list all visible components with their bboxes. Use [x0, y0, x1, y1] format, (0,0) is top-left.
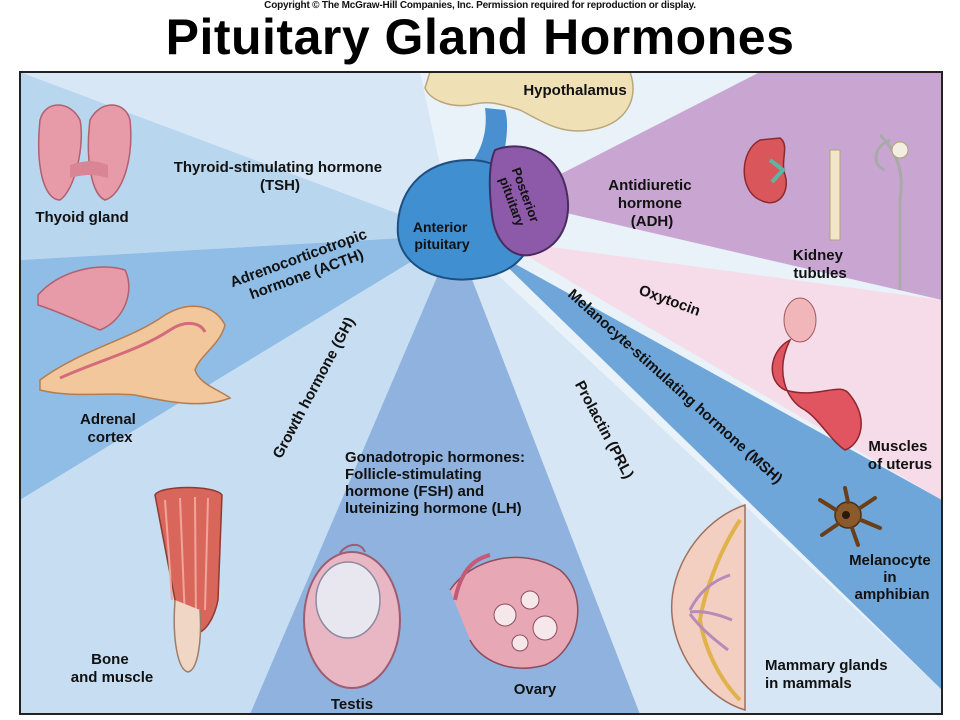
gonadotropic-label: Gonadotropic hormones: Follicle-stimulat…: [345, 449, 529, 517]
uterus-illustration: [771, 297, 862, 451]
bone-muscle-label: Bone and muscle: [71, 651, 154, 686]
posterior-pituitary-shape: [488, 145, 570, 257]
ovary-label: Ovary: [514, 681, 557, 698]
wedge-adh: [510, 72, 942, 300]
adh-label: Antidiuretic hormone (ADH): [608, 177, 696, 230]
melanocyte-illustration: [818, 486, 882, 547]
copyright-notice: Copyright © The McGraw-Hill Companies, I…: [264, 0, 696, 11]
ovary-illustration: [449, 553, 579, 669]
adrenal-illustration: [37, 266, 232, 405]
testis-illustration: [303, 543, 401, 689]
kidney-label: Kidney tubules: [793, 247, 847, 282]
thyroid-gland-label: Thyoid gland: [35, 209, 128, 226]
hypothalamus-label: Hypothalamus: [523, 82, 626, 99]
wedge-gh: [20, 235, 455, 714]
thyroid-illustration: [37, 104, 132, 201]
wedge-msh: [490, 250, 942, 690]
kidney-illustration: [743, 133, 909, 290]
anterior-pituitary-label: Anterior pituitary: [413, 219, 471, 252]
page-title: Pituitary Gland Hormones: [165, 9, 795, 65]
wedge-top-light: [20, 72, 455, 235]
diagram-border: [19, 71, 943, 715]
mammary-illustration: [670, 503, 746, 711]
tsh-label: Thyroid-stimulating hormone (TSH): [174, 159, 387, 194]
melanocyte-label: Melanocyte in amphibian: [849, 552, 935, 603]
adrenal-cortex-label: Adrenal cortex: [80, 411, 140, 446]
uterus-label: Muscles of uterus: [868, 438, 932, 473]
mammary-label: Mammary glands in mammals: [765, 657, 892, 692]
wedge-prolactin: [455, 235, 942, 714]
hypothalamus-shape: [424, 71, 634, 132]
muscle-illustration: [154, 486, 223, 673]
testis-label: Testis: [331, 696, 373, 713]
